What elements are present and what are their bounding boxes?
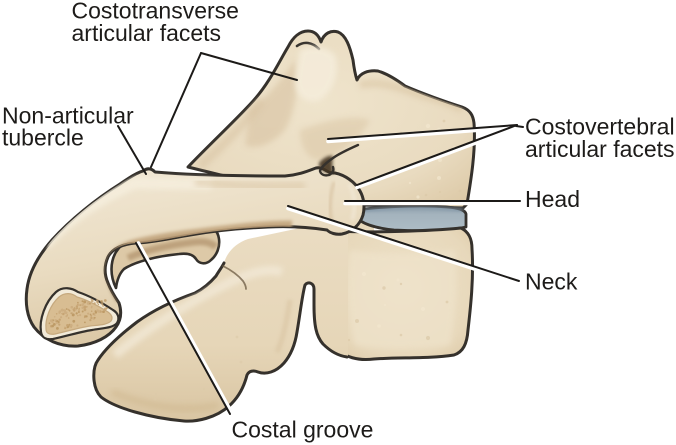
svg-text:Non-articular: Non-articular [2, 103, 134, 129]
svg-text:Costotransverse: Costotransverse [72, 0, 239, 24]
svg-text:articular facets: articular facets [525, 136, 675, 162]
svg-text:Costal groove: Costal groove [232, 417, 374, 443]
svg-text:Head: Head [525, 186, 580, 212]
svg-text:Costovertebral: Costovertebral [525, 114, 675, 140]
svg-text:articular facets: articular facets [72, 20, 222, 46]
svg-text:tubercle: tubercle [2, 125, 84, 151]
svg-text:Neck: Neck [525, 269, 578, 295]
